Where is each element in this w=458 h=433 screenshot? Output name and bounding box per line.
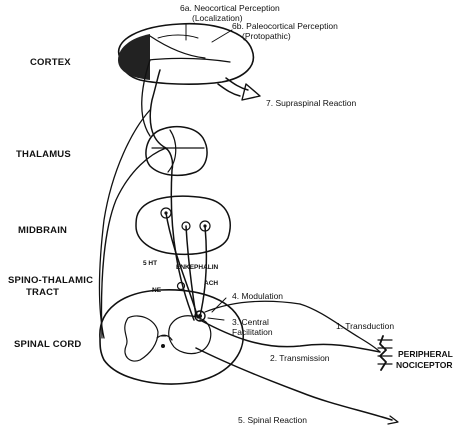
thalamus-label: THALAMUS [16, 149, 71, 160]
acetylcholine-label: ACH [204, 280, 219, 287]
spinothalamic-fibres [98, 35, 208, 339]
thalamus-shape [145, 125, 208, 177]
cortex-shape [117, 22, 255, 85]
spinal-reaction-fibre [195, 347, 399, 425]
spinal-cord-label: SPINAL CORD [14, 339, 82, 350]
transduction-label: 1. Transduction [336, 321, 395, 331]
modulation-paths [176, 281, 301, 322]
serotonin-label: 5 HT [143, 260, 158, 267]
leader-lines [185, 23, 233, 321]
supraspinal-arrow [217, 77, 261, 101]
spinothalamic-label-line2: TRACT [26, 287, 60, 298]
midbrain-shape [135, 195, 231, 256]
spinal-reaction-label: 5. Spinal Reaction [238, 415, 307, 425]
central-facilitation-label-line2: Facilitation [232, 327, 273, 337]
neocortical-label-line2: (Localization) [192, 13, 243, 23]
spinothalamic-label-line1: SPINO-THALAMIC [8, 275, 94, 286]
transmission-label: 2. Transmission [270, 353, 330, 363]
enkephalin-label: ENKEPHALIN [176, 264, 219, 271]
midbrain-label: MIDBRAIN [18, 225, 68, 236]
nociceptor-label-line1: PERIPHERAL [398, 349, 453, 359]
nociceptor-shape [377, 335, 393, 371]
afferent-fibre [199, 303, 381, 353]
paleocortical-label-line2: (Protopathic) [242, 31, 291, 41]
spinal-cord-section [99, 289, 244, 385]
cortex-label: CORTEX [30, 57, 71, 68]
neocortical-label-line1: 6a. Neocortical Perception [180, 3, 280, 13]
modulation-label: 4. Modulation [232, 291, 284, 301]
central-facilitation-label-line1: 3. Central [232, 317, 269, 327]
nociceptor-label-line2: NOCICEPTOR [396, 360, 453, 370]
supraspinal-label: 7. Supraspinal Reaction [266, 98, 357, 108]
norepinephrine-label: NE [152, 287, 162, 294]
paleocortical-label-line1: 6b. Paleocortical Perception [232, 21, 338, 31]
